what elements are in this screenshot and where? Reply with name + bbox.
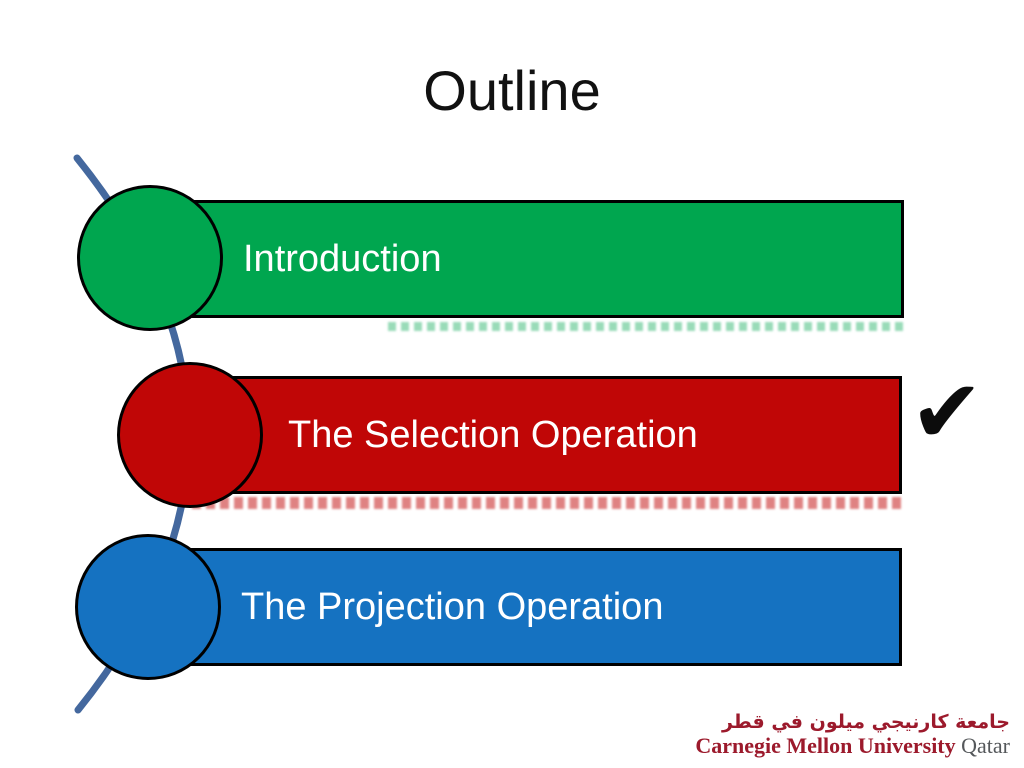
cmu-logo-university-text: Carnegie Mellon University xyxy=(695,732,956,758)
outline-bar-projection-operation: The Projection Operation xyxy=(148,548,902,666)
bullet-circle-projection-operation xyxy=(75,534,221,680)
outline-bar-selection-operation: The Selection Operation xyxy=(190,376,902,494)
slide-title: Outline xyxy=(423,59,601,122)
outline-bar-label: Introduction xyxy=(243,237,442,280)
cmu-qatar-logo-arabic-text: جامعة كارنيجي ميلون في قطر xyxy=(721,710,1010,733)
outline-bar-label: The Selection Operation xyxy=(288,413,698,456)
bar-reflection-red xyxy=(192,497,904,509)
cmu-qatar-logo: جامعة كارنيجي ميلون في قطر Carnegie Mell… xyxy=(695,710,1010,758)
outline-bar-label: The Projection Operation xyxy=(241,585,664,628)
cmu-qatar-logo-english-text: Carnegie Mellon University Qatar xyxy=(695,733,1010,758)
outline-bar-introduction: Introduction xyxy=(150,200,904,318)
bar-reflection-green xyxy=(388,322,904,331)
checkmark-icon: ✔ xyxy=(910,360,984,463)
bullet-circle-introduction xyxy=(77,185,223,331)
cmu-logo-campus-text: Qatar xyxy=(955,732,1010,758)
bullet-circle-selection-operation xyxy=(117,362,263,508)
